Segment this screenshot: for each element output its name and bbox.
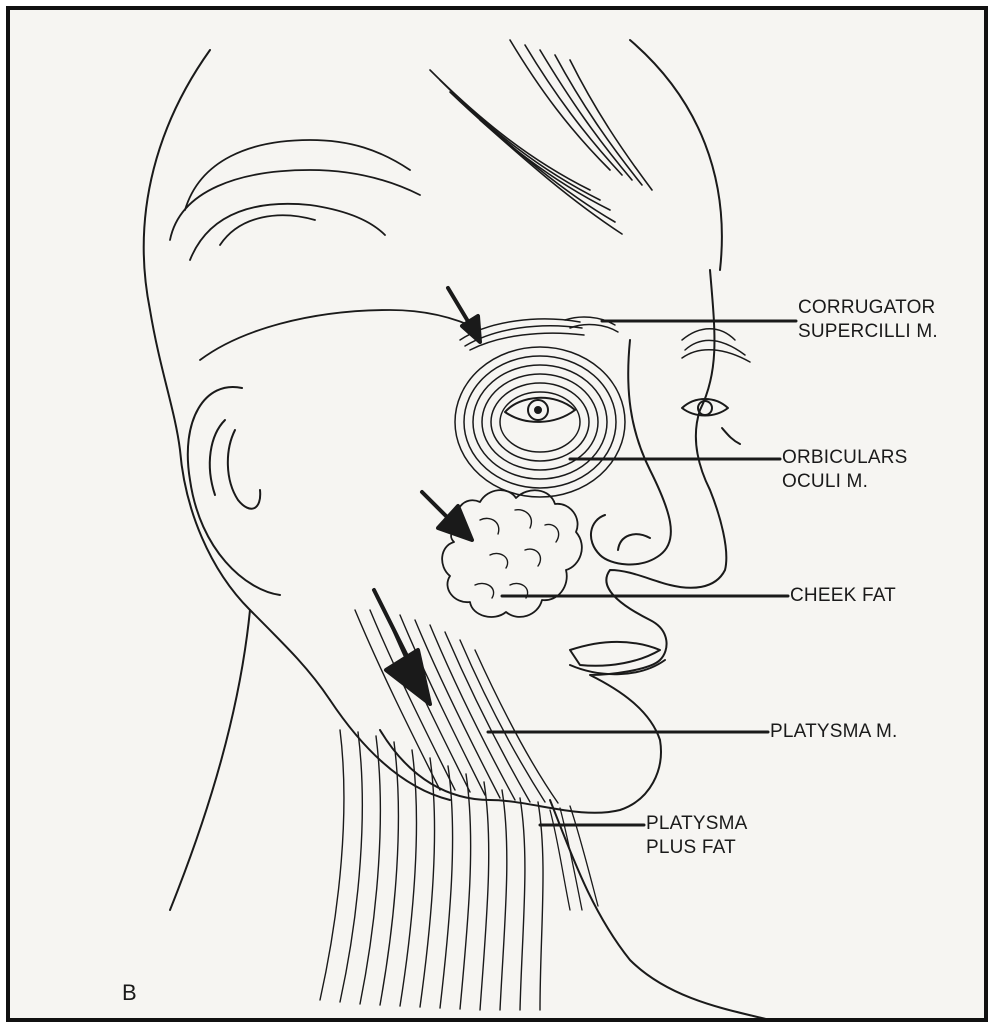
face-anatomy-drawing [10, 10, 988, 1022]
hair-strands [430, 40, 652, 234]
mouth [570, 642, 660, 666]
cheek-fat-lobules [475, 510, 559, 598]
label-orbicularis-line1: ORBICULARS [782, 446, 908, 470]
left-eyebrow [460, 317, 618, 350]
label-corrugator: CORRUGATOR SUPERCILLI M. [798, 296, 938, 344]
label-corrugator-line2: SUPERCILLI M. [798, 320, 938, 344]
nose-bridge [591, 340, 671, 564]
label-cheek-fat: CHEEK FAT [790, 584, 896, 608]
platysma-muscle-face [355, 610, 558, 803]
label-orbicularis-line2: OCULI M. [782, 470, 908, 494]
ear [188, 387, 280, 595]
nostril [618, 534, 650, 550]
cheek-fat-pad [442, 490, 582, 617]
right-eyebrow [682, 329, 750, 362]
label-orbicularis: ORBICULARS OCULI M. [782, 446, 908, 494]
label-corrugator-line1: CORRUGATOR [798, 296, 938, 320]
temple-lines [170, 140, 480, 360]
back-neck [170, 610, 250, 910]
label-platysma-fat-line1: PLATYSMA [646, 812, 748, 836]
label-platysma-line1: PLATYSMA M. [770, 720, 898, 744]
label-cheek-fat-line1: CHEEK FAT [790, 584, 896, 608]
panel-letter: B [122, 980, 137, 1006]
arrows [374, 288, 480, 704]
platysma-neck-lines [320, 730, 543, 1010]
figure-frame: CORRUGATOR SUPERCILLI M. ORBICULARS OCUL… [6, 6, 988, 1022]
leader-lines [488, 321, 796, 825]
label-platysma-fat-line2: PLUS FAT [646, 836, 748, 860]
label-platysma: PLATYSMA M. [770, 720, 898, 744]
skull-top [630, 40, 722, 270]
right-eye [682, 399, 740, 444]
left-eye [505, 398, 575, 422]
head-outline [144, 50, 330, 700]
label-platysma-fat: PLATYSMA PLUS FAT [646, 812, 748, 860]
